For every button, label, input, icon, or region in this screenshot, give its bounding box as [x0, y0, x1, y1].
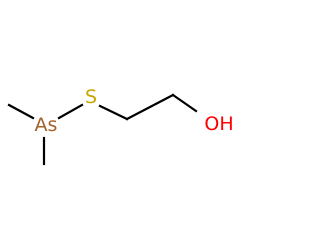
- bond-carbon-oxygen: [171, 93, 198, 113]
- molecule-structure: As S OH: [7, 86, 234, 166]
- atom-label-hydroxyl: OH: [204, 113, 233, 135]
- bond-carbon-carbon: [125, 93, 175, 121]
- atom-label-arsenic: As: [35, 114, 58, 136]
- atom-label-sulfur: S: [85, 86, 97, 108]
- bond-sulfur-carbon: [98, 104, 129, 121]
- bond-methyl-top-arsenic: [7, 103, 35, 120]
- bond-arsenic-sulfur: [57, 103, 84, 120]
